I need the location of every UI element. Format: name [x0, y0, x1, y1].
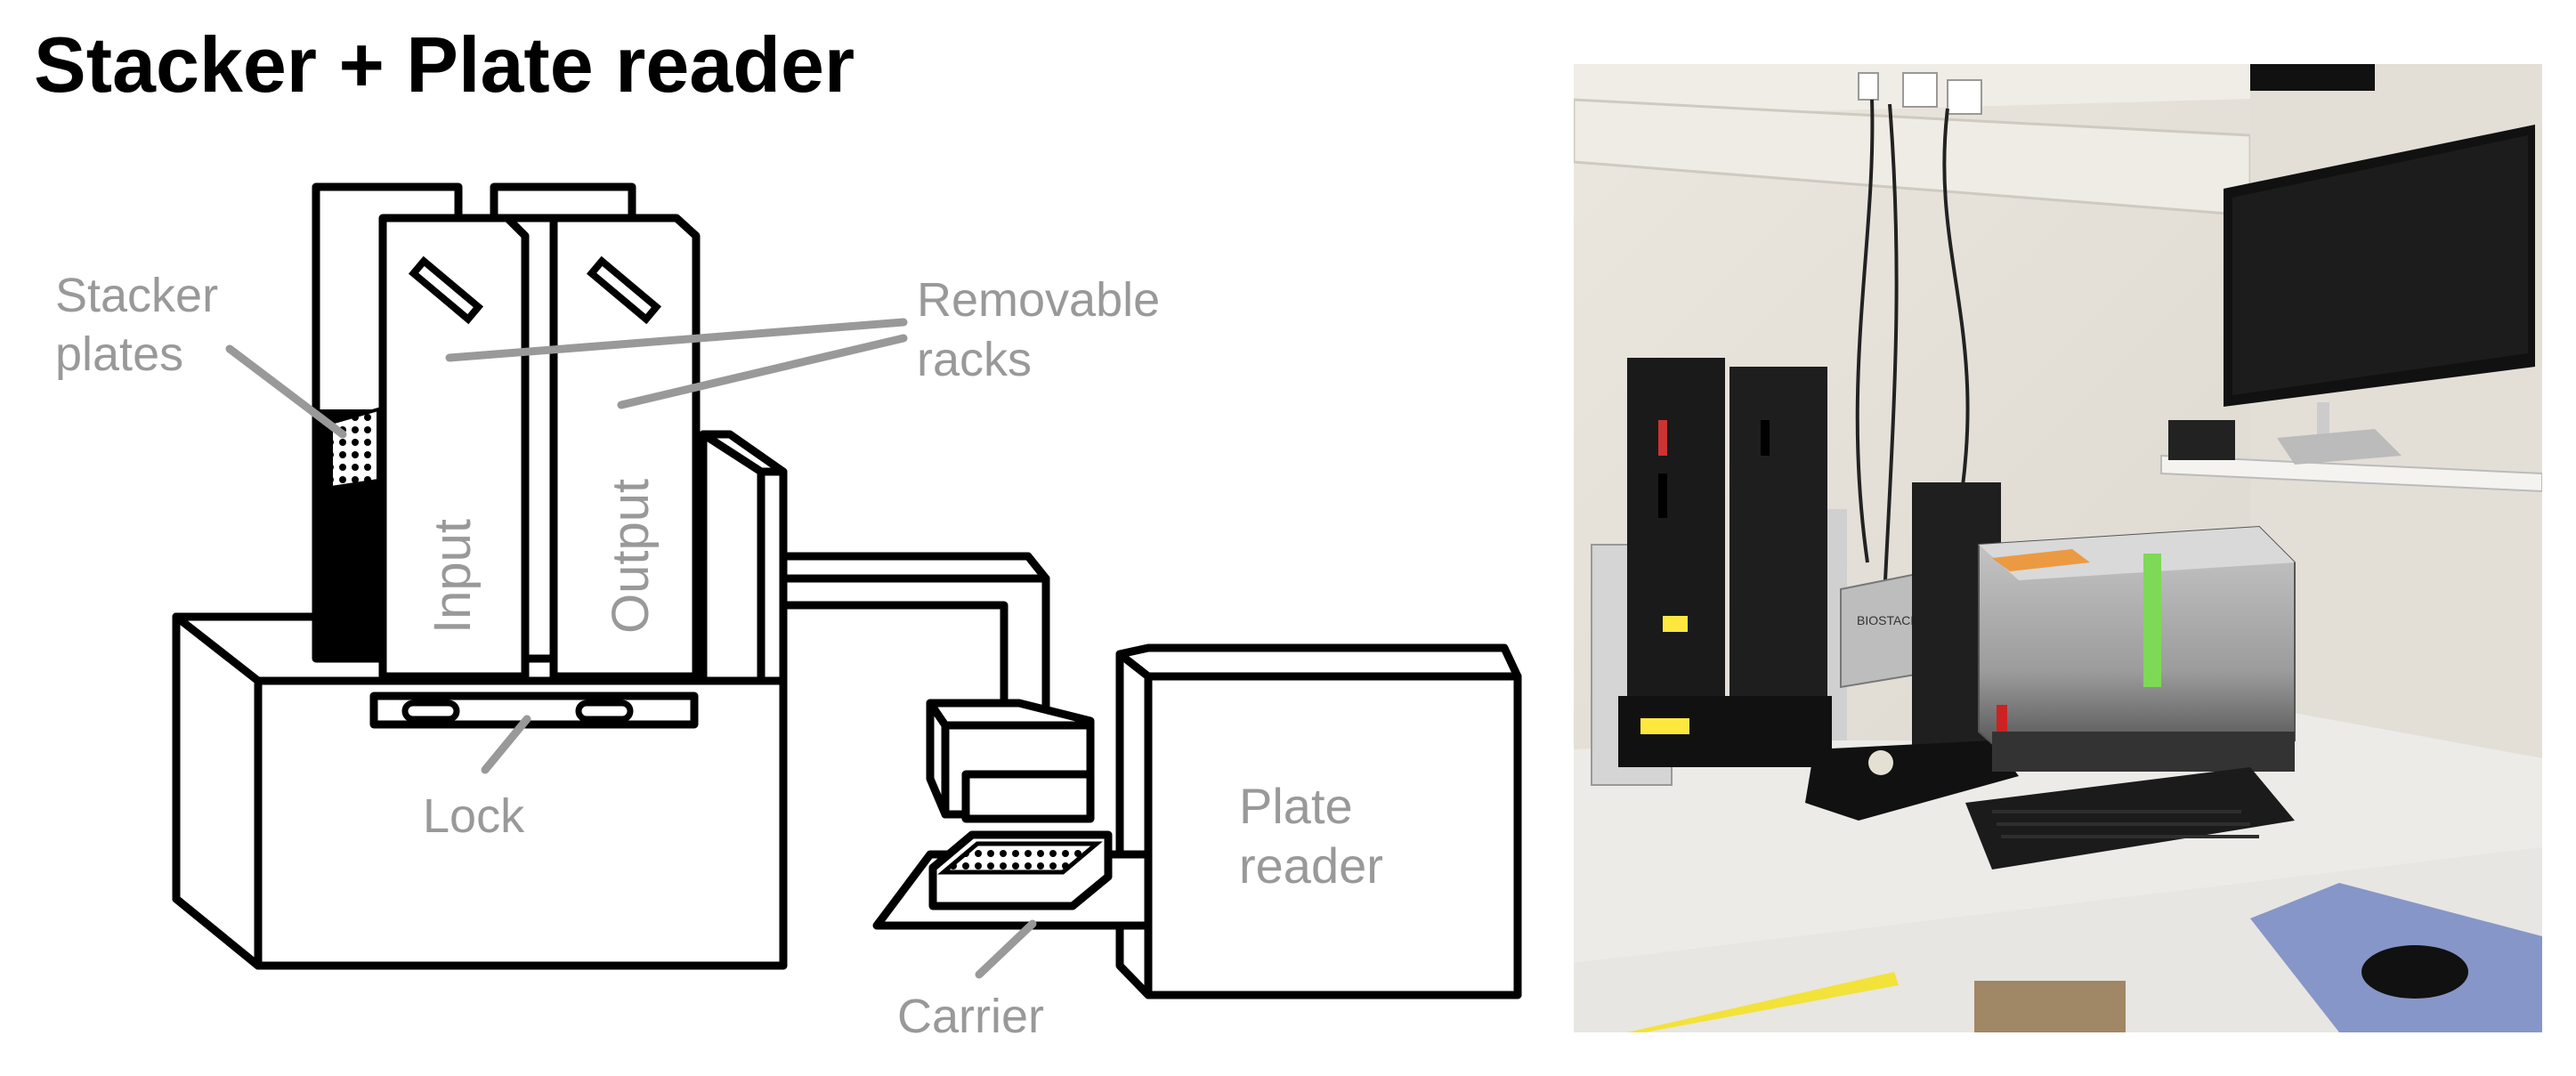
- plate-reader-label-line2: reader: [1239, 837, 1383, 894]
- lock-leader: [481, 715, 531, 774]
- racks-leader-output: [617, 334, 908, 409]
- plate-reader-label-line1: Plate: [1239, 778, 1353, 834]
- plate-reader-box: [1115, 643, 1522, 999]
- stacker-plates-leader: [225, 344, 347, 439]
- removable-racks-label: Removable racks: [917, 273, 1173, 386]
- stacker-plates-label-line2: plates: [55, 328, 183, 381]
- stacker-plates-label: Stacker plates: [55, 269, 231, 381]
- photo-device-label: BIOSTACK: [1857, 613, 1919, 627]
- lab-photo-drawing: BIOSTACK: [1574, 64, 2542, 1032]
- racks-leader-input: [445, 318, 908, 362]
- removable-racks-label-line2: racks: [917, 333, 1032, 386]
- page-title: Stacker + Plate reader: [34, 20, 855, 109]
- carrier: [872, 830, 1153, 930]
- stacker-plates-label-line1: Stacker: [55, 269, 218, 322]
- stacker-diagram: Stacker plates Removable racks Input Out…: [55, 182, 1522, 1043]
- plate-reader-label: Plate reader: [1239, 778, 1383, 894]
- input-label: Input: [424, 519, 482, 634]
- lab-photo: BIOSTACK: [1574, 64, 2542, 1032]
- lock-label: Lock: [423, 789, 525, 843]
- transfer-arm: [779, 552, 1095, 823]
- lock-bar: [369, 692, 699, 729]
- input-rack: [378, 214, 530, 681]
- output-label: Output: [602, 479, 660, 634]
- carrier-label: Carrier: [897, 990, 1044, 1043]
- output-rack: [549, 214, 701, 681]
- removable-racks-label-line1: Removable: [917, 273, 1160, 327]
- carrier-leader: [975, 919, 1037, 979]
